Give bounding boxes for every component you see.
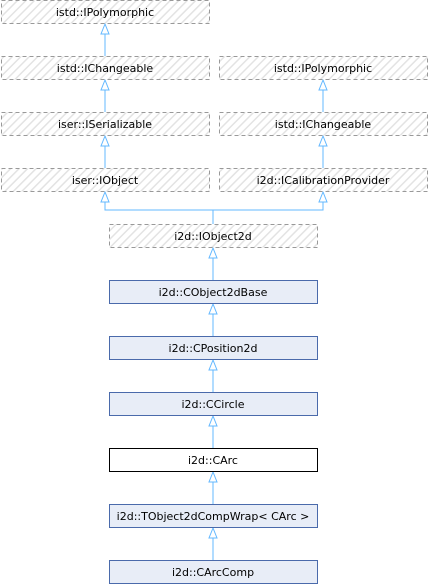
edge-arrowhead	[100, 134, 110, 147]
class-node[interactable]: i2d::CArcComp	[109, 560, 318, 584]
class-node-label: i2d::CArc	[188, 454, 238, 467]
edge-arrowhead	[208, 414, 218, 427]
class-node-label: istd::IChangeable	[57, 62, 154, 75]
class-node[interactable]: istd::IPolymorphic	[219, 56, 428, 80]
class-node-label: istd::IPolymorphic	[274, 62, 372, 75]
edge-line	[212, 201, 324, 224]
class-node[interactable]: iser::IObject	[1, 168, 210, 192]
inheritance-edge	[318, 78, 328, 112]
edge-arrowhead	[208, 358, 218, 371]
edge-arrowhead	[318, 190, 328, 203]
class-node-label: iser::ISerializable	[58, 118, 152, 131]
edge-arrowhead	[318, 134, 328, 147]
class-node[interactable]: i2d::CCircle	[109, 392, 318, 416]
class-node-label: i2d::IObject2d	[174, 230, 252, 243]
class-node-box	[1, 168, 210, 192]
class-node[interactable]: i2d::CObject2dBase	[109, 280, 318, 304]
class-node-label: i2d::CObject2dBase	[159, 286, 268, 299]
inheritance-edge	[208, 526, 218, 560]
edge-arrowhead	[208, 526, 218, 539]
inheritance-edge	[100, 134, 110, 168]
class-node-box	[109, 448, 318, 472]
class-node[interactable]: i2d::CPosition2d	[109, 336, 318, 360]
inheritance-edge	[208, 414, 218, 448]
class-node-label: i2d::TObject2dCompWrap< CArc >	[117, 510, 310, 523]
class-node-box	[109, 336, 318, 360]
class-node[interactable]: i2d::IObject2d	[109, 224, 318, 248]
class-node-label: istd::IPolymorphic	[56, 6, 154, 19]
inheritance-edge	[100, 78, 110, 112]
class-node[interactable]: istd::IPolymorphic	[1, 0, 210, 24]
class-node-label: i2d::CArcComp	[172, 566, 254, 579]
edge-arrowhead	[208, 246, 218, 259]
class-node-box	[1, 112, 210, 136]
class-node-box	[1, 0, 210, 24]
inheritance-edge	[100, 190, 214, 224]
inheritance-edge	[208, 302, 218, 336]
class-node-label: i2d::ICalibrationProvider	[257, 174, 390, 187]
edge-arrowhead	[318, 78, 328, 91]
edges-layer	[100, 22, 328, 560]
class-node-label: iser::IObject	[72, 174, 139, 187]
inheritance-edge	[208, 246, 218, 280]
class-node[interactable]: i2d::CArc	[109, 448, 318, 472]
inheritance-edge	[318, 134, 328, 168]
inheritance-edge	[100, 22, 110, 56]
inheritance-edge	[208, 358, 218, 392]
edge-arrowhead	[208, 302, 218, 315]
inheritance-edge	[212, 190, 328, 224]
class-node[interactable]: iser::ISerializable	[1, 112, 210, 136]
class-node-box	[109, 392, 318, 416]
edge-line	[104, 201, 214, 224]
edge-arrowhead	[100, 190, 110, 203]
class-node-label: i2d::CPosition2d	[169, 342, 258, 355]
class-node[interactable]: istd::IChangeable	[219, 112, 428, 136]
class-node-box	[109, 280, 318, 304]
edge-arrowhead	[208, 470, 218, 483]
edge-arrowhead	[100, 78, 110, 91]
inheritance-edge	[208, 470, 218, 504]
class-node-box	[109, 224, 318, 248]
class-node-box	[1, 56, 210, 80]
class-node[interactable]: istd::IChangeable	[1, 56, 210, 80]
class-node-box	[109, 504, 318, 528]
class-node[interactable]: i2d::ICalibrationProvider	[219, 168, 428, 192]
class-node[interactable]: i2d::TObject2dCompWrap< CArc >	[109, 504, 318, 528]
edge-arrowhead	[100, 22, 110, 35]
class-node-label: istd::IChangeable	[275, 118, 372, 131]
class-node-label: i2d::CCircle	[181, 398, 244, 411]
